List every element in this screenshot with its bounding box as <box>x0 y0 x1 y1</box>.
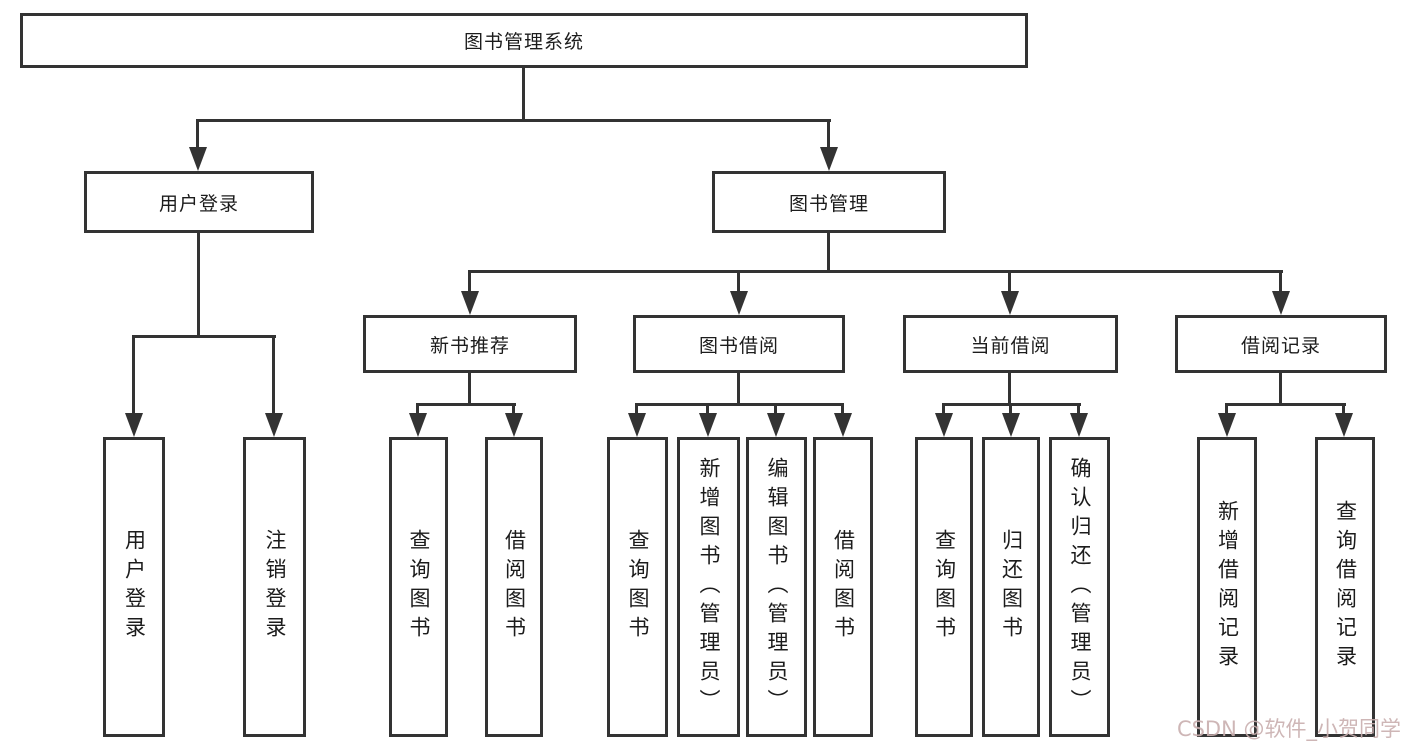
connector-book-mgmt-stub <box>827 232 830 273</box>
leaf-label: 确认归还（管理员） <box>1068 456 1092 718</box>
connector-arrow-shaft <box>635 403 638 417</box>
connector-stub <box>737 373 740 406</box>
connector-arrow-shaft <box>1009 403 1012 417</box>
arrow-down-icon <box>730 291 748 315</box>
arrow-down-icon <box>265 413 283 437</box>
leaf-add-books-admin: 新增图书（管理员） <box>677 437 740 737</box>
connector-arrow-shaft <box>706 403 709 417</box>
connector-arrow-shaft <box>942 403 945 417</box>
arrow-down-icon <box>1070 413 1088 437</box>
leaf-label: 新增借阅记录 <box>1215 500 1240 674</box>
node-label: 借阅记录 <box>1240 334 1321 357</box>
leaf-label: 查询借阅记录 <box>1333 500 1358 674</box>
connector-arrow-shaft <box>1008 270 1011 293</box>
connector-arrow-shaft <box>841 403 844 417</box>
leaf-query-books-borrow: 查询图书 <box>607 437 668 737</box>
arrow-down-icon <box>1002 413 1020 437</box>
leaf-return-books: 归还图书 <box>982 437 1040 737</box>
leaf-query-books-current: 查询图书 <box>915 437 973 737</box>
leaf-edit-books-admin: 编辑图书（管理员） <box>746 437 807 737</box>
leaf-label: 查询图书 <box>407 529 431 645</box>
connector-arrow-shaft <box>512 403 515 417</box>
arrow-down-icon <box>1272 291 1290 315</box>
node-book-management: 图书管理 <box>712 171 946 233</box>
arrow-down-icon <box>699 413 717 437</box>
leaf-query-borrow-record: 查询借阅记录 <box>1315 437 1375 737</box>
arrow-down-icon <box>409 413 427 437</box>
arrow-down-icon <box>461 291 479 315</box>
connector-user-login-rail <box>133 335 276 338</box>
arrow-down-icon <box>189 147 207 171</box>
connector-arrow-shaft <box>132 335 135 415</box>
connector-rail <box>943 403 1081 406</box>
leaf-label: 用户登录 <box>122 529 147 645</box>
connector-arrow-shaft <box>416 403 419 417</box>
leaf-query-books-recommend: 查询图书 <box>389 437 448 737</box>
arrow-down-icon <box>767 413 785 437</box>
leaf-label: 归还图书 <box>999 529 1024 645</box>
connector-stub <box>1279 373 1282 406</box>
connector-rail <box>417 403 516 406</box>
connector-level3-rail <box>469 270 1283 273</box>
leaf-add-borrow-record: 新增借阅记录 <box>1197 437 1257 737</box>
node-label: 当前借阅 <box>970 334 1051 357</box>
node-label: 新书推荐 <box>429 334 510 357</box>
connector-rail <box>1226 403 1346 406</box>
node-label: 图书借阅 <box>698 334 779 357</box>
arrow-down-icon <box>628 413 646 437</box>
connector-root-stub <box>522 68 525 122</box>
arrow-down-icon <box>125 413 143 437</box>
node-label: 图书管理 <box>788 192 869 215</box>
node-book-borrow: 图书借阅 <box>633 315 845 373</box>
arrow-down-icon <box>820 147 838 171</box>
arrow-down-icon <box>834 413 852 437</box>
arrow-down-icon <box>505 413 523 437</box>
connector-arrow-shaft <box>737 270 740 293</box>
arrow-down-icon <box>1218 413 1236 437</box>
leaf-logout: 注销登录 <box>243 437 306 737</box>
connector-arrow-shaft <box>1225 403 1228 417</box>
leaf-label: 注销登录 <box>263 529 287 645</box>
node-label: 用户登录 <box>158 192 239 215</box>
connector-arrow-shaft <box>196 119 199 149</box>
leaf-label: 新增图书（管理员） <box>697 456 721 718</box>
csdn-watermark: CSDN @软件_小贺同学 <box>1176 717 1401 741</box>
arrow-down-icon <box>1335 413 1353 437</box>
node-borrow-record: 借阅记录 <box>1175 315 1387 373</box>
connector-stub <box>1008 373 1011 406</box>
node-current-borrow: 当前借阅 <box>903 315 1118 373</box>
node-new-book-recommend: 新书推荐 <box>363 315 577 373</box>
connector-arrow-shaft <box>272 335 275 415</box>
arrow-down-icon <box>1001 291 1019 315</box>
connector-rail <box>636 403 844 406</box>
leaf-borrow-books-recommend: 借阅图书 <box>485 437 543 737</box>
leaf-label: 借阅图书 <box>502 529 527 645</box>
connector-stub <box>468 373 471 406</box>
node-label: 图书管理系统 <box>463 31 584 53</box>
connector-user-login-stub <box>197 232 200 338</box>
leaf-borrow-books: 借阅图书 <box>813 437 873 737</box>
connector-arrow-shaft <box>468 270 471 293</box>
leaf-user-login: 用户登录 <box>103 437 165 737</box>
connector-level2-rail <box>197 119 831 122</box>
leaf-confirm-return-admin: 确认归还（管理员） <box>1049 437 1110 737</box>
node-root-system: 图书管理系统 <box>20 13 1028 68</box>
leaf-label: 查询图书 <box>932 529 957 645</box>
node-user-login: 用户登录 <box>84 171 314 233</box>
connector-arrow-shaft <box>1342 403 1345 417</box>
connector-arrow-shaft <box>827 119 830 149</box>
arrow-down-icon <box>935 413 953 437</box>
leaf-label: 查询图书 <box>626 529 650 645</box>
connector-arrow-shaft <box>1077 403 1080 417</box>
connector-arrow-shaft <box>774 403 777 417</box>
leaf-label: 借阅图书 <box>831 529 856 645</box>
connector-arrow-shaft <box>1279 270 1282 293</box>
leaf-label: 编辑图书（管理员） <box>765 456 789 718</box>
